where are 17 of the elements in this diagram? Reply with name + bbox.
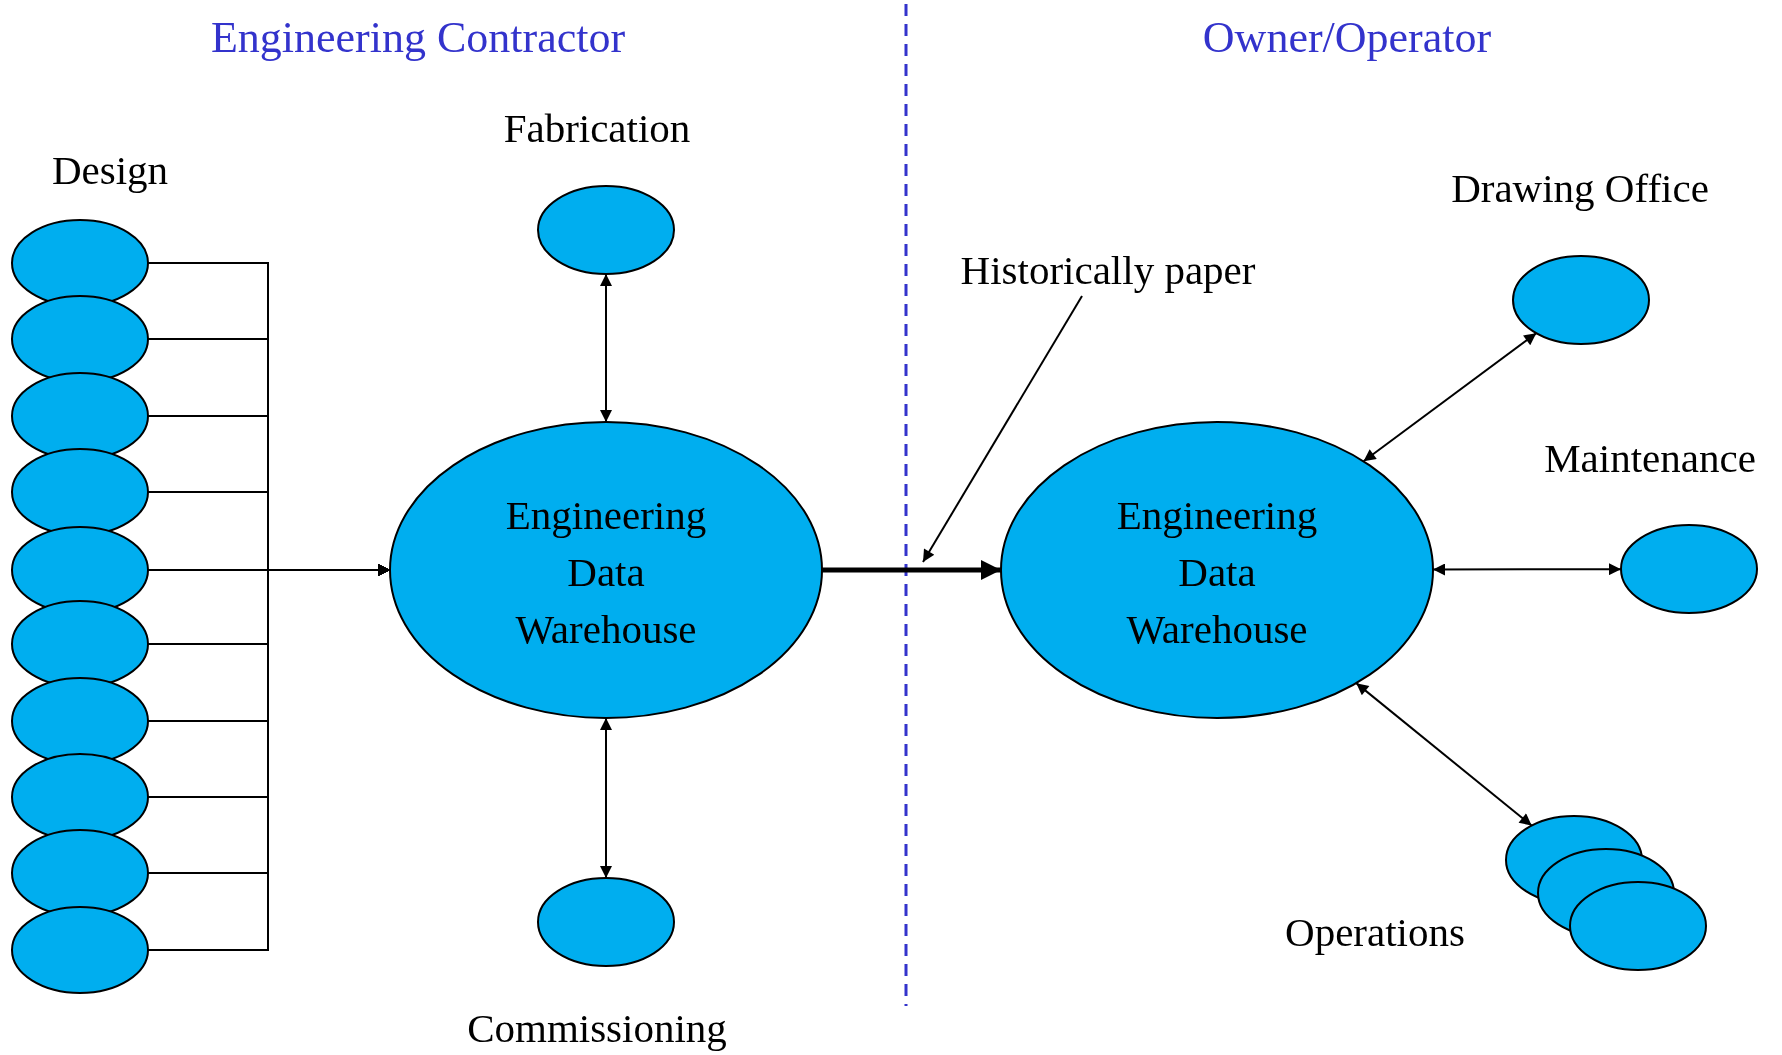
annotation-text: Historically paper xyxy=(959,247,1257,293)
arrow xyxy=(822,560,1001,580)
node-label: Commissioning xyxy=(466,1005,728,1051)
node-label: Engineering Data Warehouse xyxy=(1115,490,1319,654)
arrow xyxy=(600,273,612,423)
arrow xyxy=(1362,332,1538,463)
group-label: Design xyxy=(50,147,170,193)
leader-line xyxy=(922,295,1083,563)
arrow xyxy=(600,717,612,879)
node-label: Fabrication xyxy=(502,105,692,151)
node-label: Maintenance xyxy=(1543,435,1757,481)
section-heading: Owner/Operator xyxy=(1201,13,1493,63)
node-label: Engineering Data Warehouse xyxy=(504,490,708,654)
arrow xyxy=(1355,682,1533,827)
group-label: Operations xyxy=(1284,909,1466,955)
section-heading: Engineering Contractor xyxy=(209,13,627,63)
node-label: Drawing Office xyxy=(1450,165,1710,211)
